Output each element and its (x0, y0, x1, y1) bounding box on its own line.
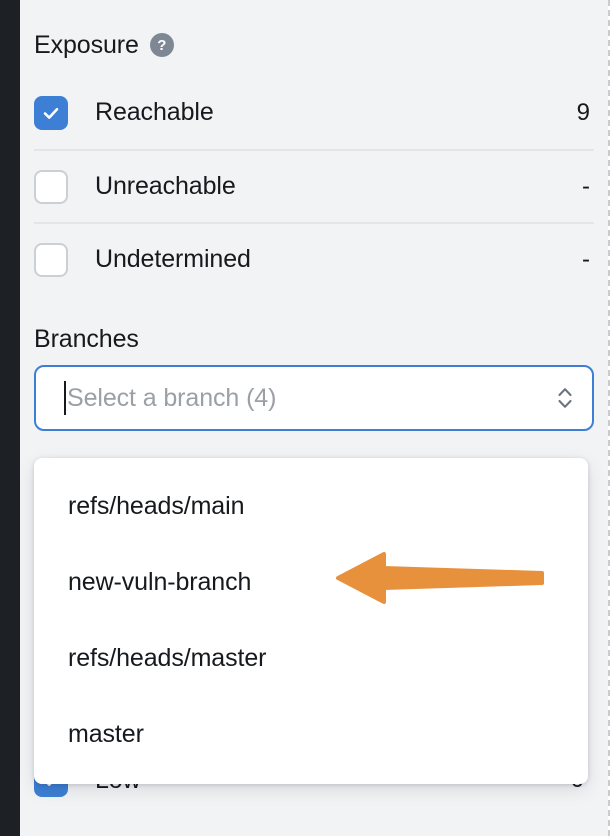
chevron-up-down-icon[interactable] (554, 383, 576, 413)
exposure-row-undetermined[interactable]: Undetermined - (34, 222, 594, 295)
branch-option-3[interactable]: master (68, 719, 144, 748)
exposure-row-unreachable[interactable]: Unreachable - (34, 149, 594, 222)
exposure-checkbox-list: Reachable 9 Unreachable - Undete (34, 76, 594, 295)
check-icon (43, 107, 59, 119)
exposure-count-undetermined: - (582, 245, 590, 273)
exposure-count-reachable: 9 (576, 98, 590, 126)
branch-option-2[interactable]: refs/heads/master (68, 643, 267, 672)
exposure-count-unreachable: - (582, 172, 590, 200)
checkbox-unreachable[interactable] (34, 169, 68, 204)
exposure-label-unreachable: Unreachable (95, 172, 236, 200)
branches-section: Branches Select a branch (4) (34, 325, 594, 431)
help-circle-icon[interactable]: ? (149, 33, 174, 57)
exposure-label-reachable: Reachable (95, 98, 214, 126)
text-caret (64, 381, 66, 415)
app-left-rail (0, 0, 20, 836)
branches-label: Branches (34, 325, 139, 353)
exposure-label-undetermined: Undetermined (95, 245, 251, 273)
exposure-title: Exposure (34, 30, 139, 59)
branch-select-placeholder: Select a branch (4) (67, 383, 277, 412)
panel-right-edge (608, 0, 616, 836)
branch-options-menu: refs/heads/main new-vuln-branch refs/hea… (34, 458, 588, 784)
branch-select-input[interactable]: Select a branch (4) (34, 365, 594, 431)
checkbox-undetermined[interactable] (34, 242, 68, 277)
exposure-section-header: Exposure ? (34, 28, 594, 62)
branch-option-1[interactable]: new-vuln-branch (68, 567, 252, 596)
checkbox-reachable[interactable] (34, 95, 68, 130)
branch-option-0[interactable]: refs/heads/main (68, 491, 245, 520)
exposure-row-reachable[interactable]: Reachable 9 (34, 76, 594, 149)
